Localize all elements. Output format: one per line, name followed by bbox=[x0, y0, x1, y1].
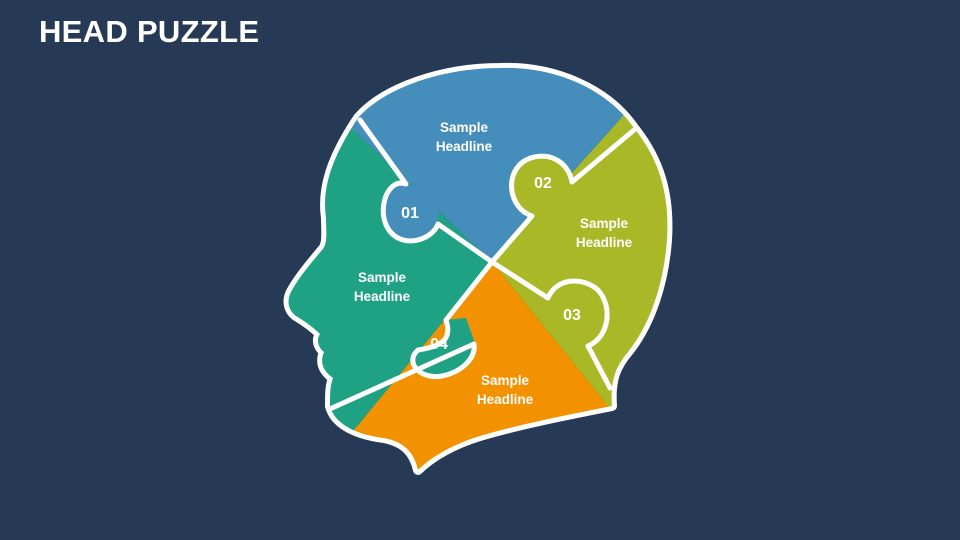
piece-04-number: 04 bbox=[430, 336, 448, 353]
piece-01-headline-line2: Headline bbox=[436, 139, 493, 154]
piece-02-number: 02 bbox=[534, 175, 552, 192]
piece-03-headline-line1: Sample bbox=[481, 373, 530, 388]
piece-03-number: 03 bbox=[563, 307, 581, 324]
piece-03-headline-line2: Headline bbox=[477, 392, 534, 407]
piece-02-headline-line1: Sample bbox=[580, 216, 629, 231]
piece-01-headline-line1: Sample bbox=[440, 120, 489, 135]
piece-04-headline-line1: Sample bbox=[358, 270, 407, 285]
piece-01-number: 01 bbox=[401, 205, 419, 222]
piece-02-headline-line2: Headline bbox=[576, 235, 633, 250]
piece-04-headline-line2: Headline bbox=[354, 289, 411, 304]
slide-title: HEAD PUZZLE bbox=[39, 14, 260, 49]
